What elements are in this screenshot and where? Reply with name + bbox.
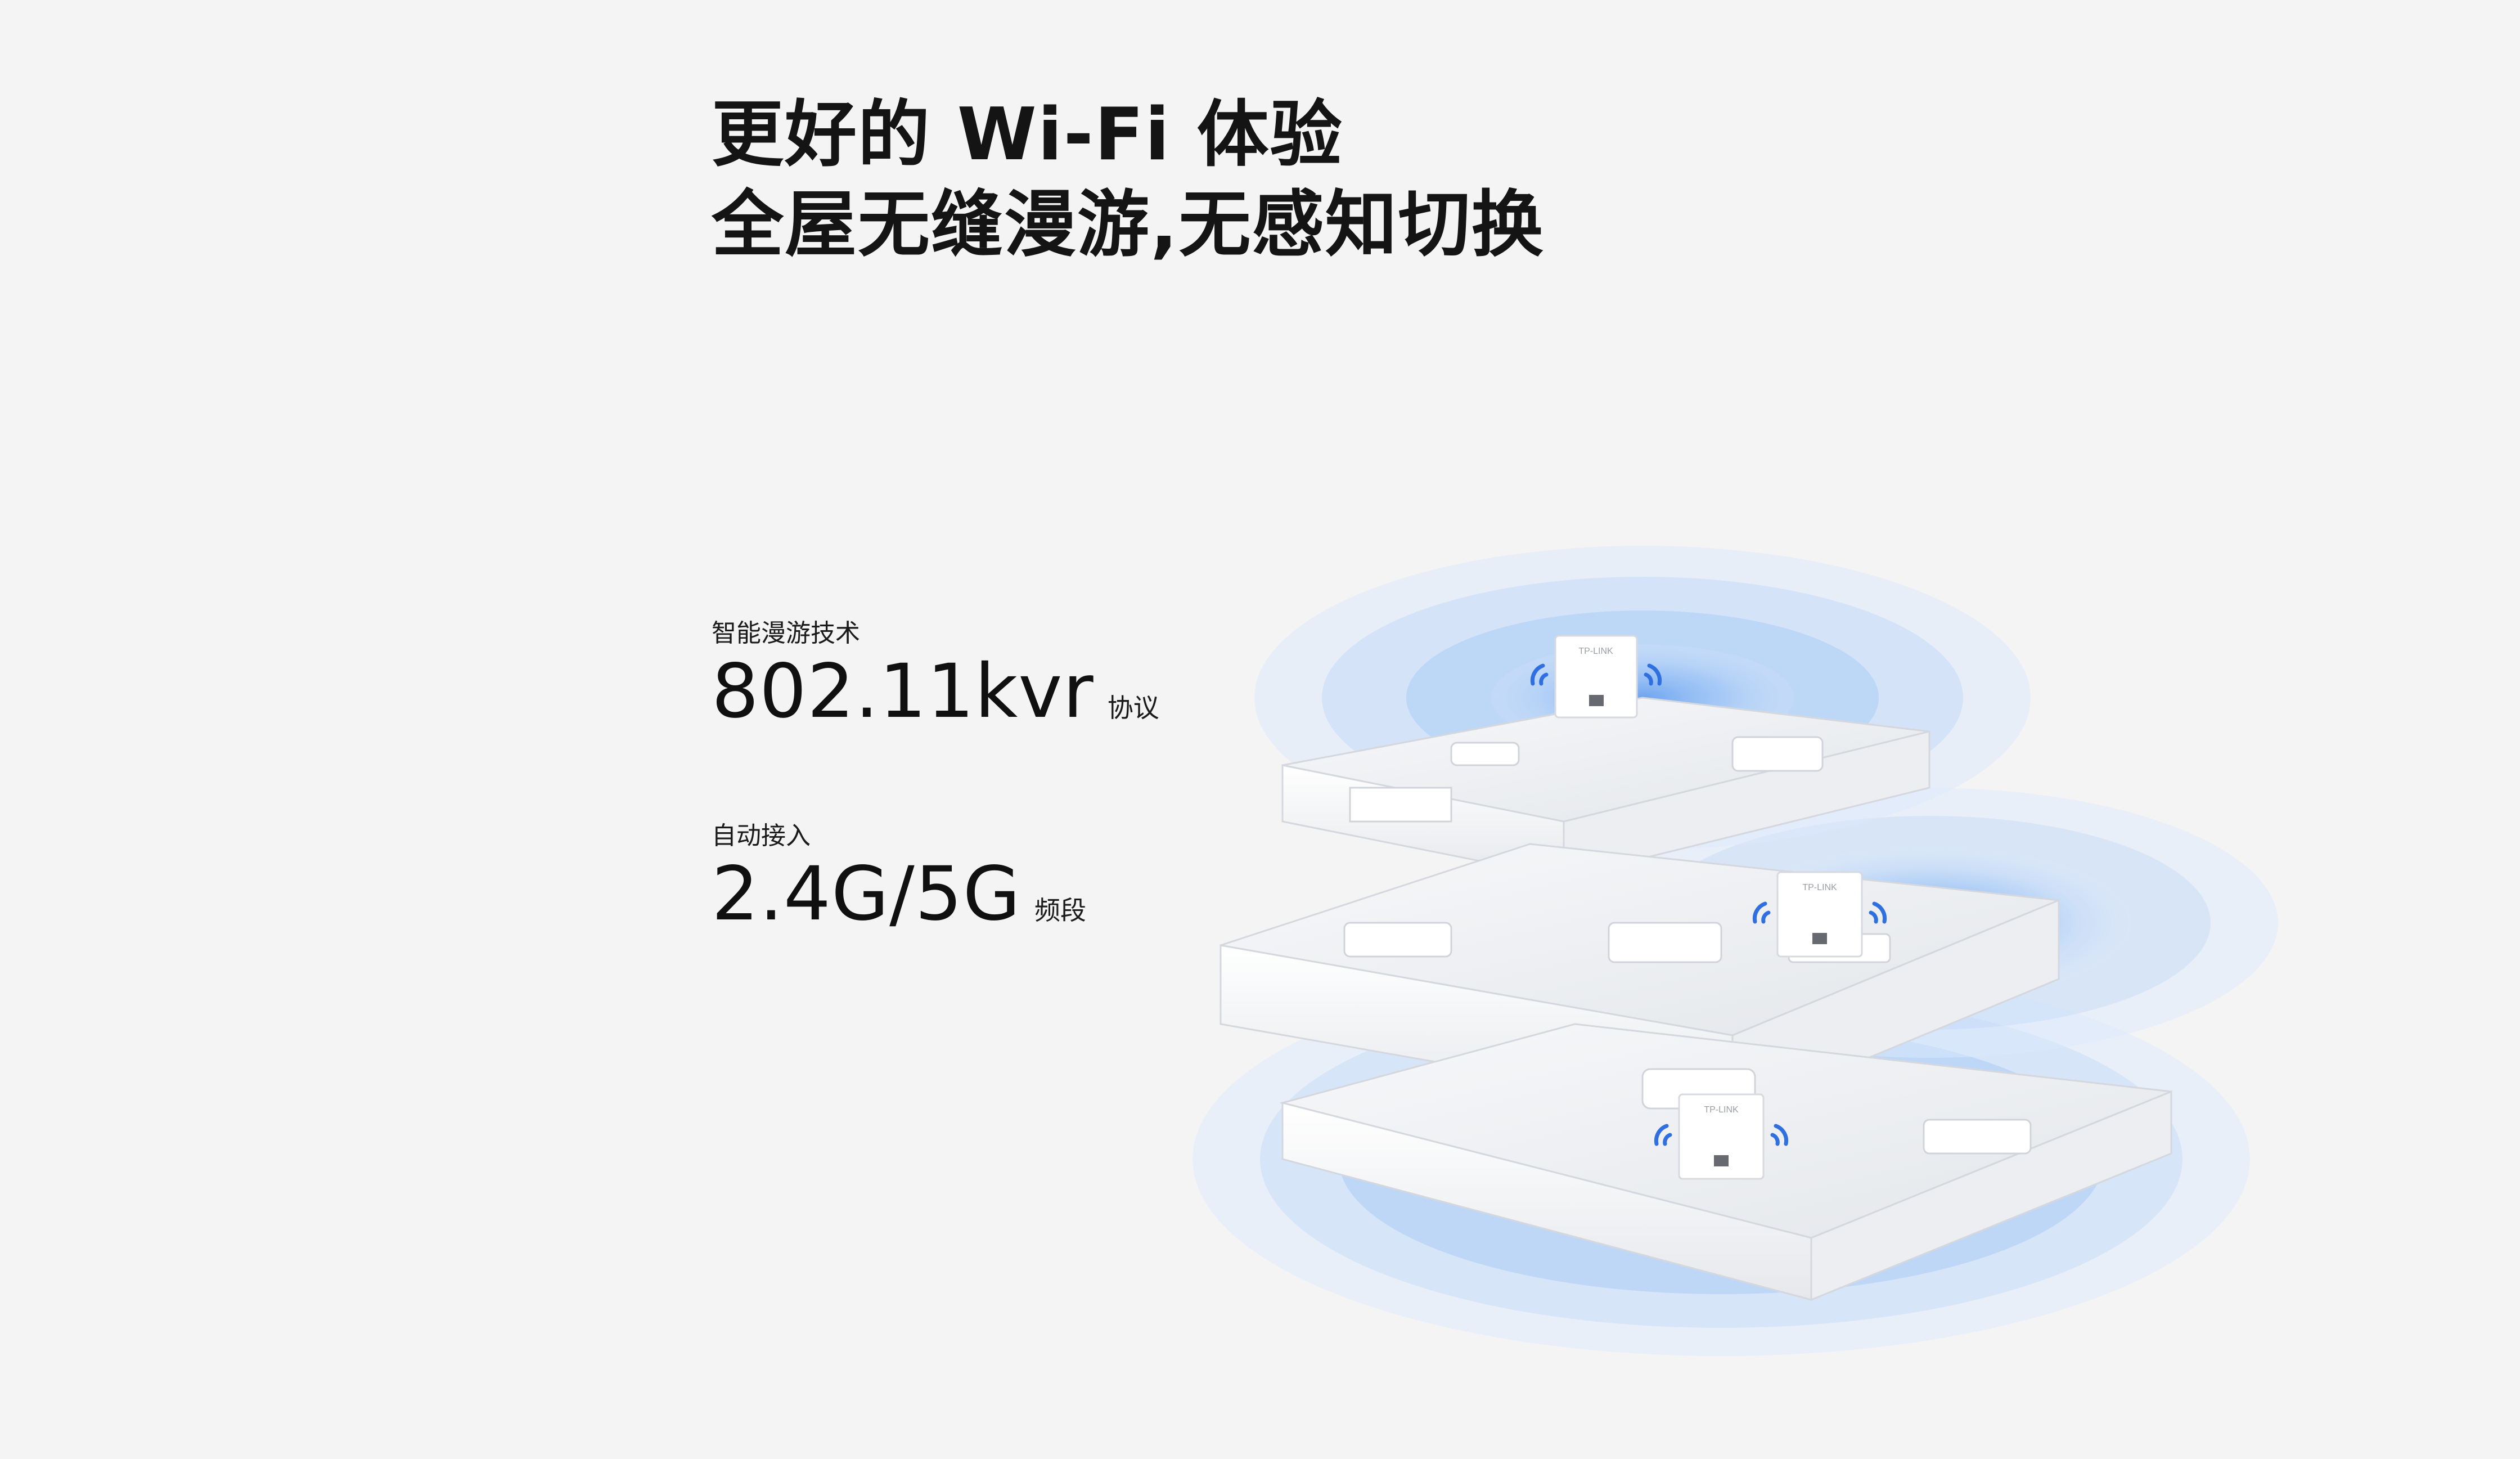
feature-band-value-row: 2.4G/5G 频段	[712, 852, 1086, 936]
feature-roaming-label: 智能漫游技术	[712, 619, 860, 648]
feature-band-unit: 频段	[1034, 895, 1086, 926]
feature-roaming-value-row: 802.11kvr 协议	[712, 649, 1159, 734]
access-point-bottom-brand: TP-LINK	[1704, 1105, 1739, 1115]
feature-roaming: 智能漫游技术 802.11kvr 协议	[712, 618, 1159, 734]
headline: 更好的 Wi-Fi 体验 全屋无缝漫游,无感知切换	[712, 90, 1545, 270]
headline-line-1: 更好的 Wi-Fi 体验	[712, 93, 1343, 177]
feature-roaming-value: 802.11kvr	[712, 648, 1094, 735]
building-floor-3	[1281, 697, 1930, 879]
feature-band: 自动接入 2.4G/5G 频段	[712, 820, 1086, 936]
access-point-right-brand: TP-LINK	[1802, 883, 1837, 892]
feature-band-value: 2.4G/5G	[712, 851, 1021, 937]
house-wifi-coverage-illustration: TP-LINK TP-LINK TP-LINK	[1192, 546, 2278, 1356]
feature-band-label: 自动接入	[712, 821, 811, 850]
access-point-bottom: TP-LINK	[1654, 1093, 1789, 1180]
access-point-right: TP-LINK	[1752, 871, 1887, 958]
headline-line-2: 全屋无缝漫游,无感知切换	[712, 183, 1545, 267]
access-point-top-brand: TP-LINK	[1578, 647, 1613, 656]
access-point-top: TP-LINK	[1530, 635, 1662, 719]
feature-roaming-unit: 协议	[1107, 693, 1159, 723]
